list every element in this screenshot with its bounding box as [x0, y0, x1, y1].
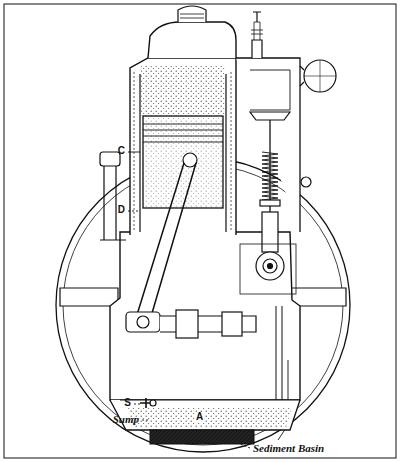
part-letter: A: [195, 412, 204, 422]
part-name: Sediment Basin: [252, 443, 325, 454]
part-letter: C: [117, 146, 126, 156]
part-letter: D: [117, 205, 126, 215]
part-name: Sump: [112, 414, 140, 425]
part-letter: S: [123, 398, 132, 408]
